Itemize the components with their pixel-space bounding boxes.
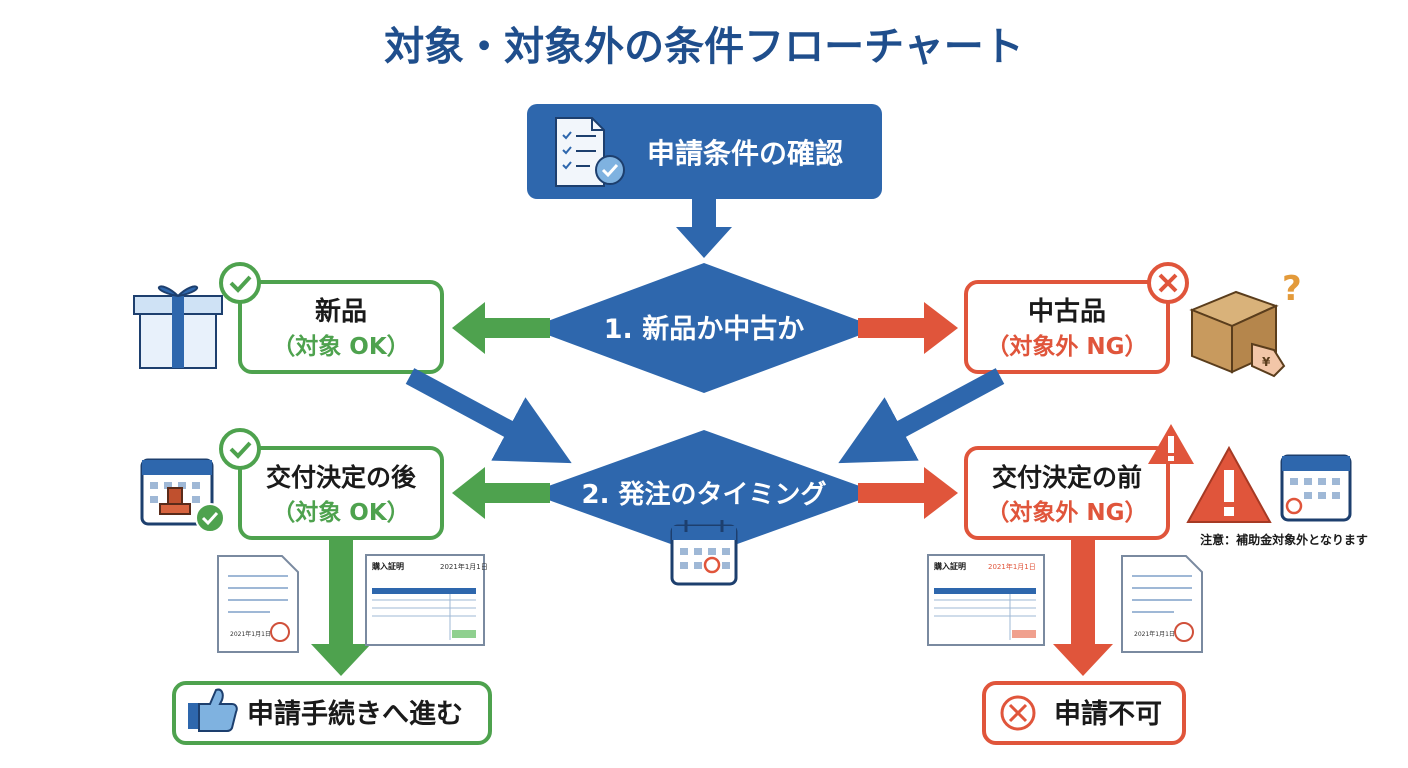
page-title: 対象・対象外の条件フローチャート <box>384 24 1024 70</box>
contract-document-icon: 2021年1月1日 <box>217 555 299 653</box>
after-decision-status: （対象 OK） <box>272 499 409 526</box>
new-item-status: （対象 OK） <box>272 333 409 360</box>
ok-invoice-title: 購入証明 <box>371 561 404 571</box>
arrow-after-to-ok <box>311 540 371 676</box>
arrow-start-to-decision1 <box>676 199 732 258</box>
warning-calendar-icon <box>1186 445 1352 523</box>
start-label: 申請条件の確認 <box>647 137 843 170</box>
arrow-before-to-ng <box>1053 540 1113 676</box>
damaged-box-icon: ¥ ? <box>1189 269 1302 378</box>
warning-badge-icon <box>1148 424 1194 464</box>
outcome-ok-box: 申請手続きへ進む <box>172 681 492 745</box>
arrow-used-to-decision2 <box>838 368 1005 464</box>
contract-document-icon: 2021年1月1日 <box>1121 555 1203 653</box>
decision2-label: 2. 発注のタイミング <box>581 479 826 510</box>
before-decision-status: （対象外 NG） <box>986 499 1147 526</box>
before-decision-box: 交付決定の前 （対象外 NG） <box>964 424 1194 540</box>
arrow-decision2-to-before <box>858 467 958 519</box>
check-badge-icon <box>219 262 261 304</box>
outcome-ng-box: 申請不可 <box>982 681 1186 745</box>
ok-date-stamp: 2021年1月1日 <box>230 630 271 638</box>
calendar-icon <box>670 520 738 586</box>
arrow-decision1-to-used <box>858 302 958 354</box>
decision1-label: 1. 新品か中古か <box>604 313 804 345</box>
x-circle-icon <box>1000 695 1036 731</box>
gift-box-icon <box>133 285 223 369</box>
new-item-label: 新品 <box>315 296 367 327</box>
after-decision-label: 交付決定の後 <box>266 463 417 492</box>
ng-invoice-title: 購入証明 <box>933 561 966 571</box>
decision1-diamond: 1. 新品か中古か <box>529 263 879 393</box>
outcome-ng-label: 申請不可 <box>1054 698 1162 730</box>
svg-text:¥: ¥ <box>1262 355 1271 369</box>
before-decision-label: 交付決定の前 <box>992 463 1142 492</box>
calendar-stamp-icon <box>140 458 225 533</box>
arrow-decision2-to-after <box>452 467 550 519</box>
ng-date-stamp: 2021年1月1日 <box>1134 630 1175 638</box>
after-decision-box: 交付決定の後 （対象 OK） <box>219 428 444 540</box>
check-badge-icon <box>219 428 261 470</box>
decision2-diamond: 2. 発注のタイミング <box>529 430 879 556</box>
used-item-box: 中古品 （対象外 NG） <box>964 262 1189 374</box>
used-item-label: 中古品 <box>1028 297 1106 327</box>
warning-note: 注意：補助金対象外となります <box>1200 532 1368 547</box>
invoice-document-icon: 購入証明 2021年1月1日 <box>927 554 1045 646</box>
ng-invoice-date: 2021年1月1日 <box>988 562 1036 571</box>
svg-text:?: ? <box>1282 269 1302 309</box>
thumbs-up-icon <box>188 688 238 732</box>
start-box: 申請条件の確認 <box>527 104 882 199</box>
new-item-box: 新品 （対象 OK） <box>219 262 444 374</box>
invoice-document-icon: 購入証明 2021年1月1日 <box>365 554 488 646</box>
x-badge-icon <box>1147 262 1189 304</box>
checklist-document-icon <box>555 117 625 187</box>
ok-invoice-date: 2021年1月1日 <box>440 562 488 571</box>
arrow-new-to-decision2 <box>405 368 572 464</box>
outcome-ok-label: 申請手続きへ進む <box>247 698 463 730</box>
used-item-status: （対象外 NG） <box>986 333 1147 360</box>
arrow-decision1-to-new <box>452 302 550 354</box>
